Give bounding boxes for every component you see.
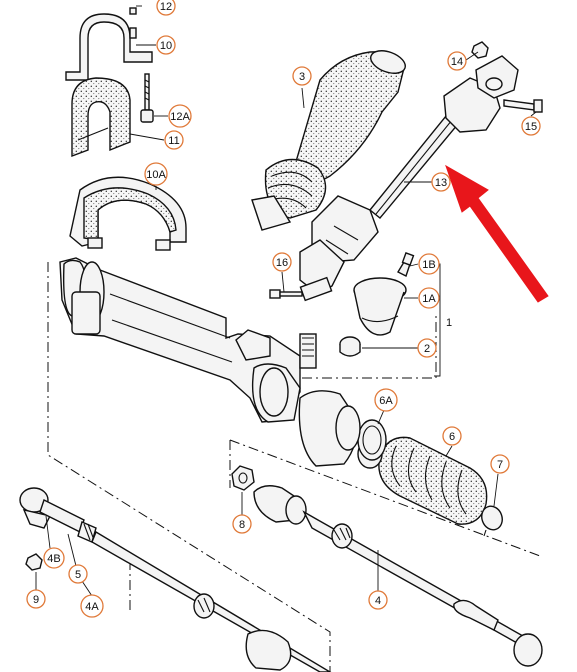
svg-text:16: 16 <box>276 257 288 269</box>
callout-15: 15 <box>521 116 541 136</box>
callout-4B: 4B <box>43 547 65 569</box>
rack-cover <box>69 176 187 251</box>
callout-7: 7 <box>490 454 510 474</box>
callout-13: 13 <box>431 172 451 192</box>
callout-5: 5 <box>68 564 88 584</box>
svg-text:11: 11 <box>168 135 179 147</box>
callout-1B: 1B <box>418 253 440 275</box>
svg-text:12: 12 <box>160 1 172 13</box>
svg-text:6A: 6A <box>379 395 393 407</box>
callout-9: 9 <box>26 589 46 609</box>
callout-14: 14 <box>447 51 467 71</box>
bellows-clamp <box>357 419 387 461</box>
callout-leaders <box>35 5 537 597</box>
callout-16: 16 <box>272 252 292 272</box>
rubber-bush <box>71 77 131 158</box>
svg-text:5: 5 <box>75 569 81 581</box>
svg-text:4: 4 <box>375 595 381 607</box>
callout-10: 10 <box>156 35 176 55</box>
intermediate-shaft <box>369 115 460 219</box>
svg-text:6: 6 <box>449 431 455 443</box>
lower-universal-joint <box>299 195 379 302</box>
svg-text:10A: 10A <box>146 169 166 181</box>
callout-11: 11 <box>164 130 184 150</box>
pinion-shaft <box>299 333 361 369</box>
upper-universal-joint <box>443 55 543 133</box>
callout-8: 8 <box>232 514 252 534</box>
callout-10A: 10A <box>144 162 168 186</box>
callout-1A: 1A <box>418 287 440 309</box>
clamp-bolt <box>397 252 415 277</box>
svg-text:9: 9 <box>33 594 39 606</box>
column-sealing-boot <box>251 50 406 231</box>
callout-2: 2 <box>417 338 437 358</box>
outer-tie-rod-end <box>19 487 332 672</box>
svg-text:15: 15 <box>525 121 537 133</box>
callout-1: 1 <box>446 317 452 329</box>
column-boot <box>353 277 407 336</box>
svg-text:4B: 4B <box>47 553 60 565</box>
tie-rod-nut <box>25 553 43 571</box>
svg-text:4A: 4A <box>85 601 99 613</box>
callout-4: 4 <box>368 590 388 610</box>
svg-text:12A: 12A <box>170 111 190 123</box>
tie-rod-leaders <box>45 515 77 567</box>
svg-text:2: 2 <box>424 343 430 355</box>
callout-12: 12 <box>156 0 176 16</box>
callout-6A: 6A <box>374 388 398 412</box>
svg-text:10: 10 <box>160 40 172 52</box>
svg-text:1A: 1A <box>422 293 436 305</box>
upper-nut <box>471 41 489 59</box>
retaining-clip <box>481 505 503 537</box>
callout-3: 3 <box>292 66 312 86</box>
clamp-bracket <box>65 7 153 81</box>
callout-6: 6 <box>442 426 462 446</box>
callouts: 12 10 12A 11 10A 3 14 15 13 16 1B 1A 1 2… <box>26 0 541 618</box>
bolt <box>140 73 154 123</box>
callout-4A: 4A <box>80 594 104 618</box>
group-bracket <box>434 263 441 377</box>
pinch-bolt <box>269 289 303 299</box>
svg-text:1B: 1B <box>422 259 435 271</box>
indicator-arrow <box>445 164 549 303</box>
steering-rack-housing <box>59 257 301 423</box>
svg-text:7: 7 <box>497 459 503 471</box>
svg-text:14: 14 <box>451 56 463 68</box>
callout-12A: 12A <box>168 104 192 128</box>
lock-nut <box>231 465 255 491</box>
svg-text:13: 13 <box>435 177 447 189</box>
svg-text:3: 3 <box>299 71 305 83</box>
rack-end-housing <box>298 390 361 467</box>
svg-text:1: 1 <box>446 317 452 329</box>
svg-text:8: 8 <box>239 519 245 531</box>
inner-tie-rod <box>253 485 543 667</box>
assembly-outline-lines <box>47 262 541 672</box>
